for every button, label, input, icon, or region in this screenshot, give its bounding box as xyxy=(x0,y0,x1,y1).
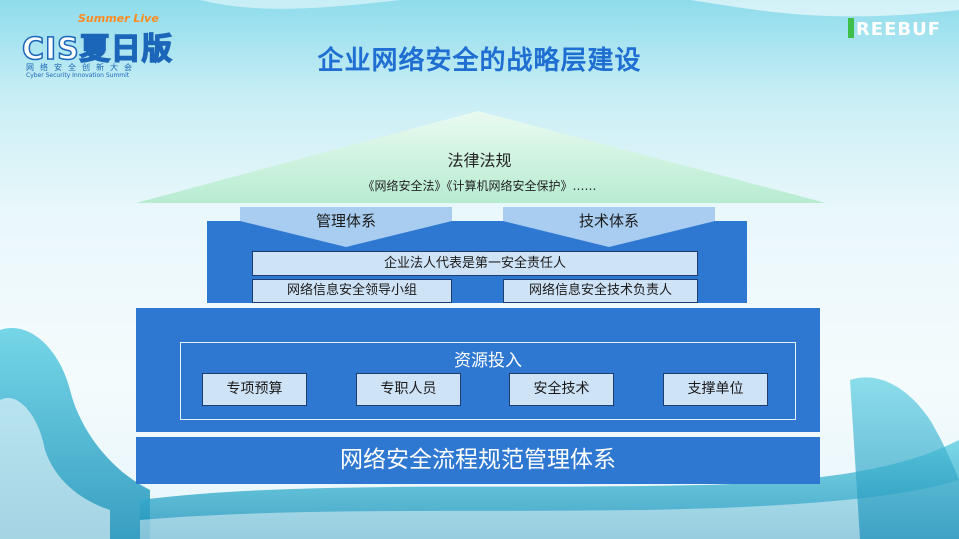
process-management-block: 网络安全流程规范管理体系 xyxy=(136,437,820,484)
page-title: 企业网络安全的战略层建设 xyxy=(317,46,642,76)
freebuf-mark-icon xyxy=(847,18,854,38)
technology-system-label: 技术体系 xyxy=(578,212,639,230)
resource-item: 支撑单位 xyxy=(663,373,768,406)
freebuf-logo: REEBUF xyxy=(847,18,941,40)
legal-representative-bar: 企业法人代表是第一安全责任人 xyxy=(252,251,698,276)
roof-subtitle: 《网络安全法》《计算机网络安全保护》…… xyxy=(362,179,597,193)
resource-item: 专职人员 xyxy=(356,373,461,406)
resource-item: 安全技术 xyxy=(509,373,614,406)
technology-arrow-tab xyxy=(503,207,715,247)
management-system-label: 管理体系 xyxy=(315,212,376,230)
resource-block xyxy=(136,308,820,432)
resource-title: 资源投入 xyxy=(454,351,522,371)
security-leadership-group-bar: 网络信息安全领导小组 xyxy=(252,279,452,303)
freebuf-logo-text: REEBUF xyxy=(855,19,941,40)
logo-sub-cn: 网络安全创新大会 xyxy=(26,63,138,72)
logo-sub-en: Cyber Security Innovation Summit xyxy=(26,72,130,79)
roof-title: 法律法规 xyxy=(447,151,512,170)
roof-triangle xyxy=(136,111,826,203)
logo-main-text: CIS夏日版 xyxy=(21,31,173,68)
resource-frame xyxy=(180,342,796,420)
management-arrow-tab xyxy=(240,207,452,247)
security-tech-lead-bar: 网络信息安全技术负责人 xyxy=(503,279,698,303)
resource-item: 专项预算 xyxy=(202,373,307,406)
logo-summer-text: Summer Live xyxy=(78,12,159,25)
cis-logo: Summer Live CIS夏日版 网络安全创新大会 Cyber Securi… xyxy=(20,10,173,80)
